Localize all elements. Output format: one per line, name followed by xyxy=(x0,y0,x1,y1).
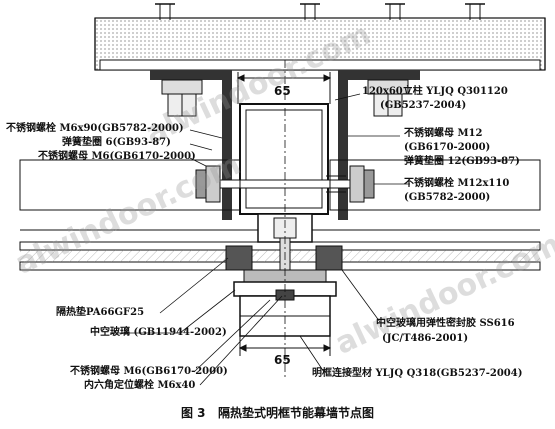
hex-screw-label: 内六角定位螺栓 M6x40 xyxy=(84,380,196,391)
column-label: 120x60立柱 YLJQ Q301120 xyxy=(362,86,508,97)
nut-m12-label: 不锈钢螺母 M12 xyxy=(404,128,483,139)
sealant-label: 中空玻璃用弹性密封胶 SS616 xyxy=(376,318,515,329)
bottom-width-dimension: 65 xyxy=(274,353,291,367)
insulator-label: 隔热垫PA66GF25 xyxy=(56,307,145,318)
embedded-plate xyxy=(94,3,546,71)
leader-lines xyxy=(110,93,410,386)
glass-label: 中空玻璃 (GB11944-2002) xyxy=(90,327,227,338)
column-profile xyxy=(239,103,329,215)
washer-6-label: 弹簧垫圈 6(GB93-87) xyxy=(62,137,171,148)
bolt-m12-standard: (GB5782-2000) xyxy=(404,192,491,203)
figure-number: 图 3 xyxy=(180,406,206,420)
figure-caption: 图 3 隔热垫式明框节能幕墙节点图 xyxy=(0,404,555,421)
top-width-dimension: 65 xyxy=(274,84,291,98)
figure-title: 隔热垫式明框节能幕墙节点图 xyxy=(218,406,375,420)
nut-m6-label: 不锈钢螺母 M6(GB6170-2000) xyxy=(38,151,196,162)
angle-bracket-left xyxy=(150,70,232,220)
column-standard: (GB5237-2004) xyxy=(380,100,467,111)
sealant-standard: (JC/T486-2001) xyxy=(382,333,469,344)
bolt-m12-label: 不锈钢螺栓 M12x110 xyxy=(404,178,510,189)
frame-profile xyxy=(225,213,343,337)
angle-bracket-right xyxy=(338,70,420,220)
washer-12-label: 弹簧垫圈 12(GB93-87) xyxy=(404,156,520,167)
nut-m6-bottom-label: 不锈钢螺母 M6(GB6170-2000) xyxy=(70,366,228,377)
nut-m12-standard: (GB6170-2000) xyxy=(404,142,491,153)
frame-profile-label: 明框连接型材 YLJQ Q318(GB5237-2004) xyxy=(312,368,523,379)
bolt-m6-label: 不锈钢螺栓 M6x90(GB5782-2000) xyxy=(6,123,184,134)
top-dimension xyxy=(236,72,332,104)
